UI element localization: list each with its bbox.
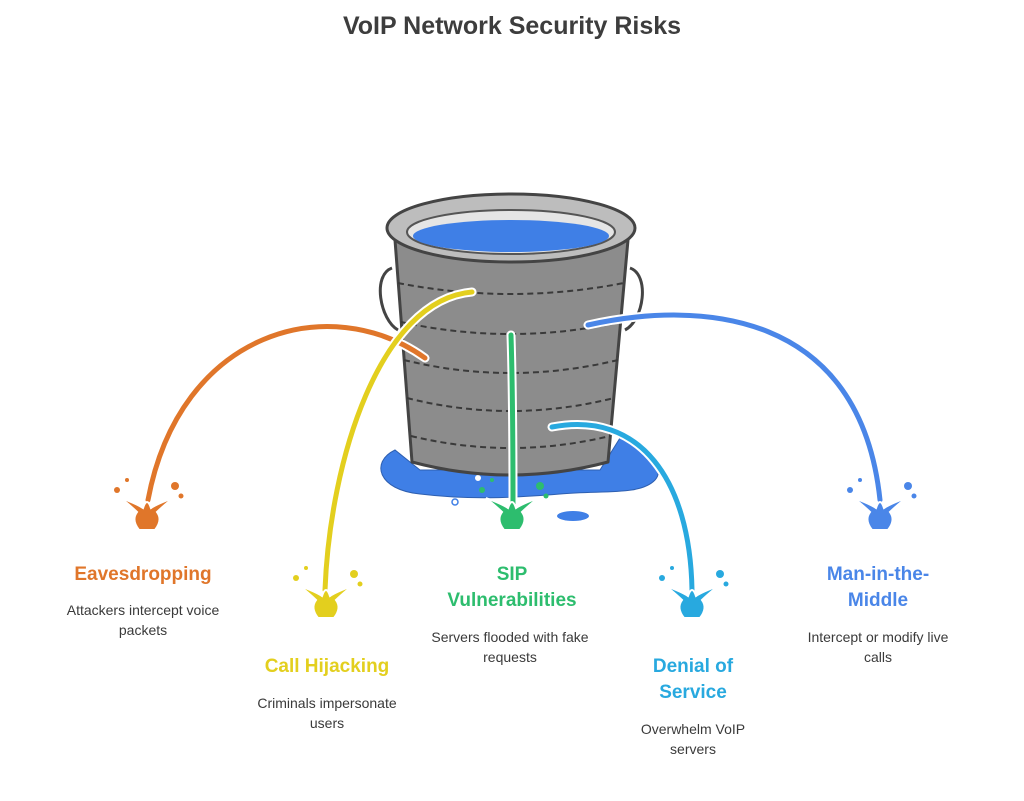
risk-title-sip: SIP Vulnerabilities [447, 564, 577, 611]
risk-title-mitm: Man-in-the-Middle [826, 564, 930, 611]
splash-droplet [114, 487, 120, 493]
splash-droplet [125, 478, 129, 482]
risk-title-call-hijacking: Call Hijacking [264, 656, 390, 677]
splash-droplet [543, 493, 549, 499]
splash-droplet [847, 487, 853, 493]
splash-droplet [723, 581, 729, 587]
splash-droplet [171, 482, 179, 490]
splash-droplet [293, 575, 299, 581]
stream-sip [508, 332, 516, 508]
splash-droplet [490, 478, 494, 482]
splash-dos [659, 566, 729, 619]
splash-call-hijacking [293, 566, 363, 619]
splash-mitm [847, 478, 917, 531]
splash-droplet [659, 575, 665, 581]
stream-dos [549, 422, 695, 593]
stream-eavesdropping [145, 324, 428, 503]
risk-title-dos: Denial of Service [652, 656, 734, 703]
water-drop [451, 498, 459, 506]
water-drop [557, 511, 589, 521]
risk-description-dos: Overwhelm VoIP servers [640, 721, 746, 757]
splash-droplet [178, 493, 184, 499]
risk-title-eavesdropping: Eavesdropping [74, 564, 212, 585]
splash-droplet [670, 566, 674, 570]
splash-droplet [904, 482, 912, 490]
risk-description-eavesdropping: Attackers intercept voice packets [66, 602, 220, 638]
splash-droplet [357, 581, 363, 587]
splash-droplet [858, 478, 862, 482]
stream-call-hijacking [322, 289, 475, 593]
splash-droplet [304, 566, 308, 570]
bucket-handle [378, 266, 644, 332]
splash-droplet [479, 487, 485, 493]
stream-mitm [585, 312, 883, 503]
splash-sip [479, 478, 549, 531]
splash-droplet [350, 570, 358, 578]
splash-droplet [911, 493, 917, 499]
splash-eavesdropping [114, 478, 184, 531]
splash-droplet [716, 570, 724, 578]
risk-description-mitm: Intercept or modify live calls [807, 629, 949, 665]
risk-description-call-hijacking: Criminals impersonate users [257, 695, 397, 731]
bucket-water [413, 220, 609, 252]
risk-description-sip: Servers flooded with fake requests [431, 629, 589, 665]
diagram-title: VoIP Network Security Risks [342, 12, 682, 40]
splash-droplet [536, 482, 544, 490]
